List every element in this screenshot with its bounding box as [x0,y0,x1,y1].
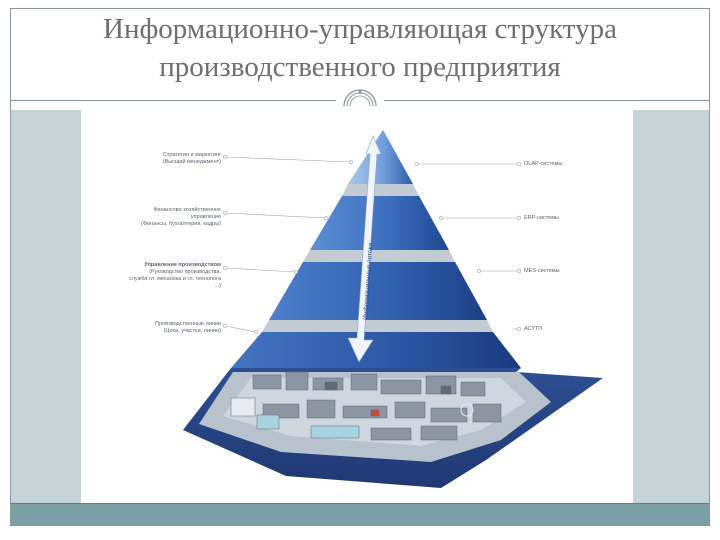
right-leaders [415,161,522,332]
label-production-management: Управление производством (Руководство пр… [125,262,221,290]
label-mes: MES-системы [524,268,560,274]
tier-separator-3 [262,320,493,332]
label-olap: OLAP-системы [524,161,563,167]
tier-separator-2 [303,250,455,262]
footer-line [11,503,709,504]
label-strategy-line2: (Высший менеджмент) [162,159,221,165]
pyramid-diagram: Информационные потоки [183,130,603,488]
label-production-management-line2: (Руководство производства, [149,269,221,275]
title-divider-right [384,100,709,101]
slide-title-line1: Информационно-управляющая структура [103,13,617,45]
label-erp: ERP-системы [524,215,559,221]
title-divider-left [11,100,336,101]
label-production-lines: Производственные линии (Цеха, участки, л… [125,321,221,335]
side-panel-right [633,110,709,503]
side-panel-left [11,110,81,503]
slide-title-line2: производственного предприятия [159,51,561,83]
tier-separator-1 [342,184,419,196]
left-leaders [222,154,353,334]
label-production-management-line3: служба гл. механика и гл. технолога ...) [128,276,221,289]
label-finance: Финансово-хозяйственное управление (Фина… [125,207,221,228]
ornament-icon [343,89,377,107]
label-production-management-line1: Управление производством [144,262,221,268]
label-finance-line1: Финансово-хозяйственное [153,207,221,213]
pyramid-image-area: Информационные потоки Стратегия и маркет… [81,110,633,503]
label-strategy: Стратегия и маркетинг (Высший менеджмент… [125,152,221,166]
label-production-lines-line2: (Цеха, участки, линии) [163,328,221,334]
label-finance-line2: управление [190,214,221,220]
label-production-lines-line1: Производственные линии [155,321,221,327]
footer-bar [11,504,709,526]
label-asutp: АСУТП [524,326,543,332]
factory-equipment [230,371,502,441]
pyramid-tier-3 [269,262,487,320]
slide-title: Информационно-управляющая структура прои… [0,10,720,86]
logo-badge-icon [460,403,474,417]
pyramid-tier-4 [231,332,521,368]
pyramid-tier-2 [310,196,449,250]
label-strategy-line1: Стратегия и маркетинг [162,152,221,158]
label-finance-line3: (Финансы, бухгалтерия, кадры) [141,221,221,227]
pyramid-tier-1 [348,130,413,184]
